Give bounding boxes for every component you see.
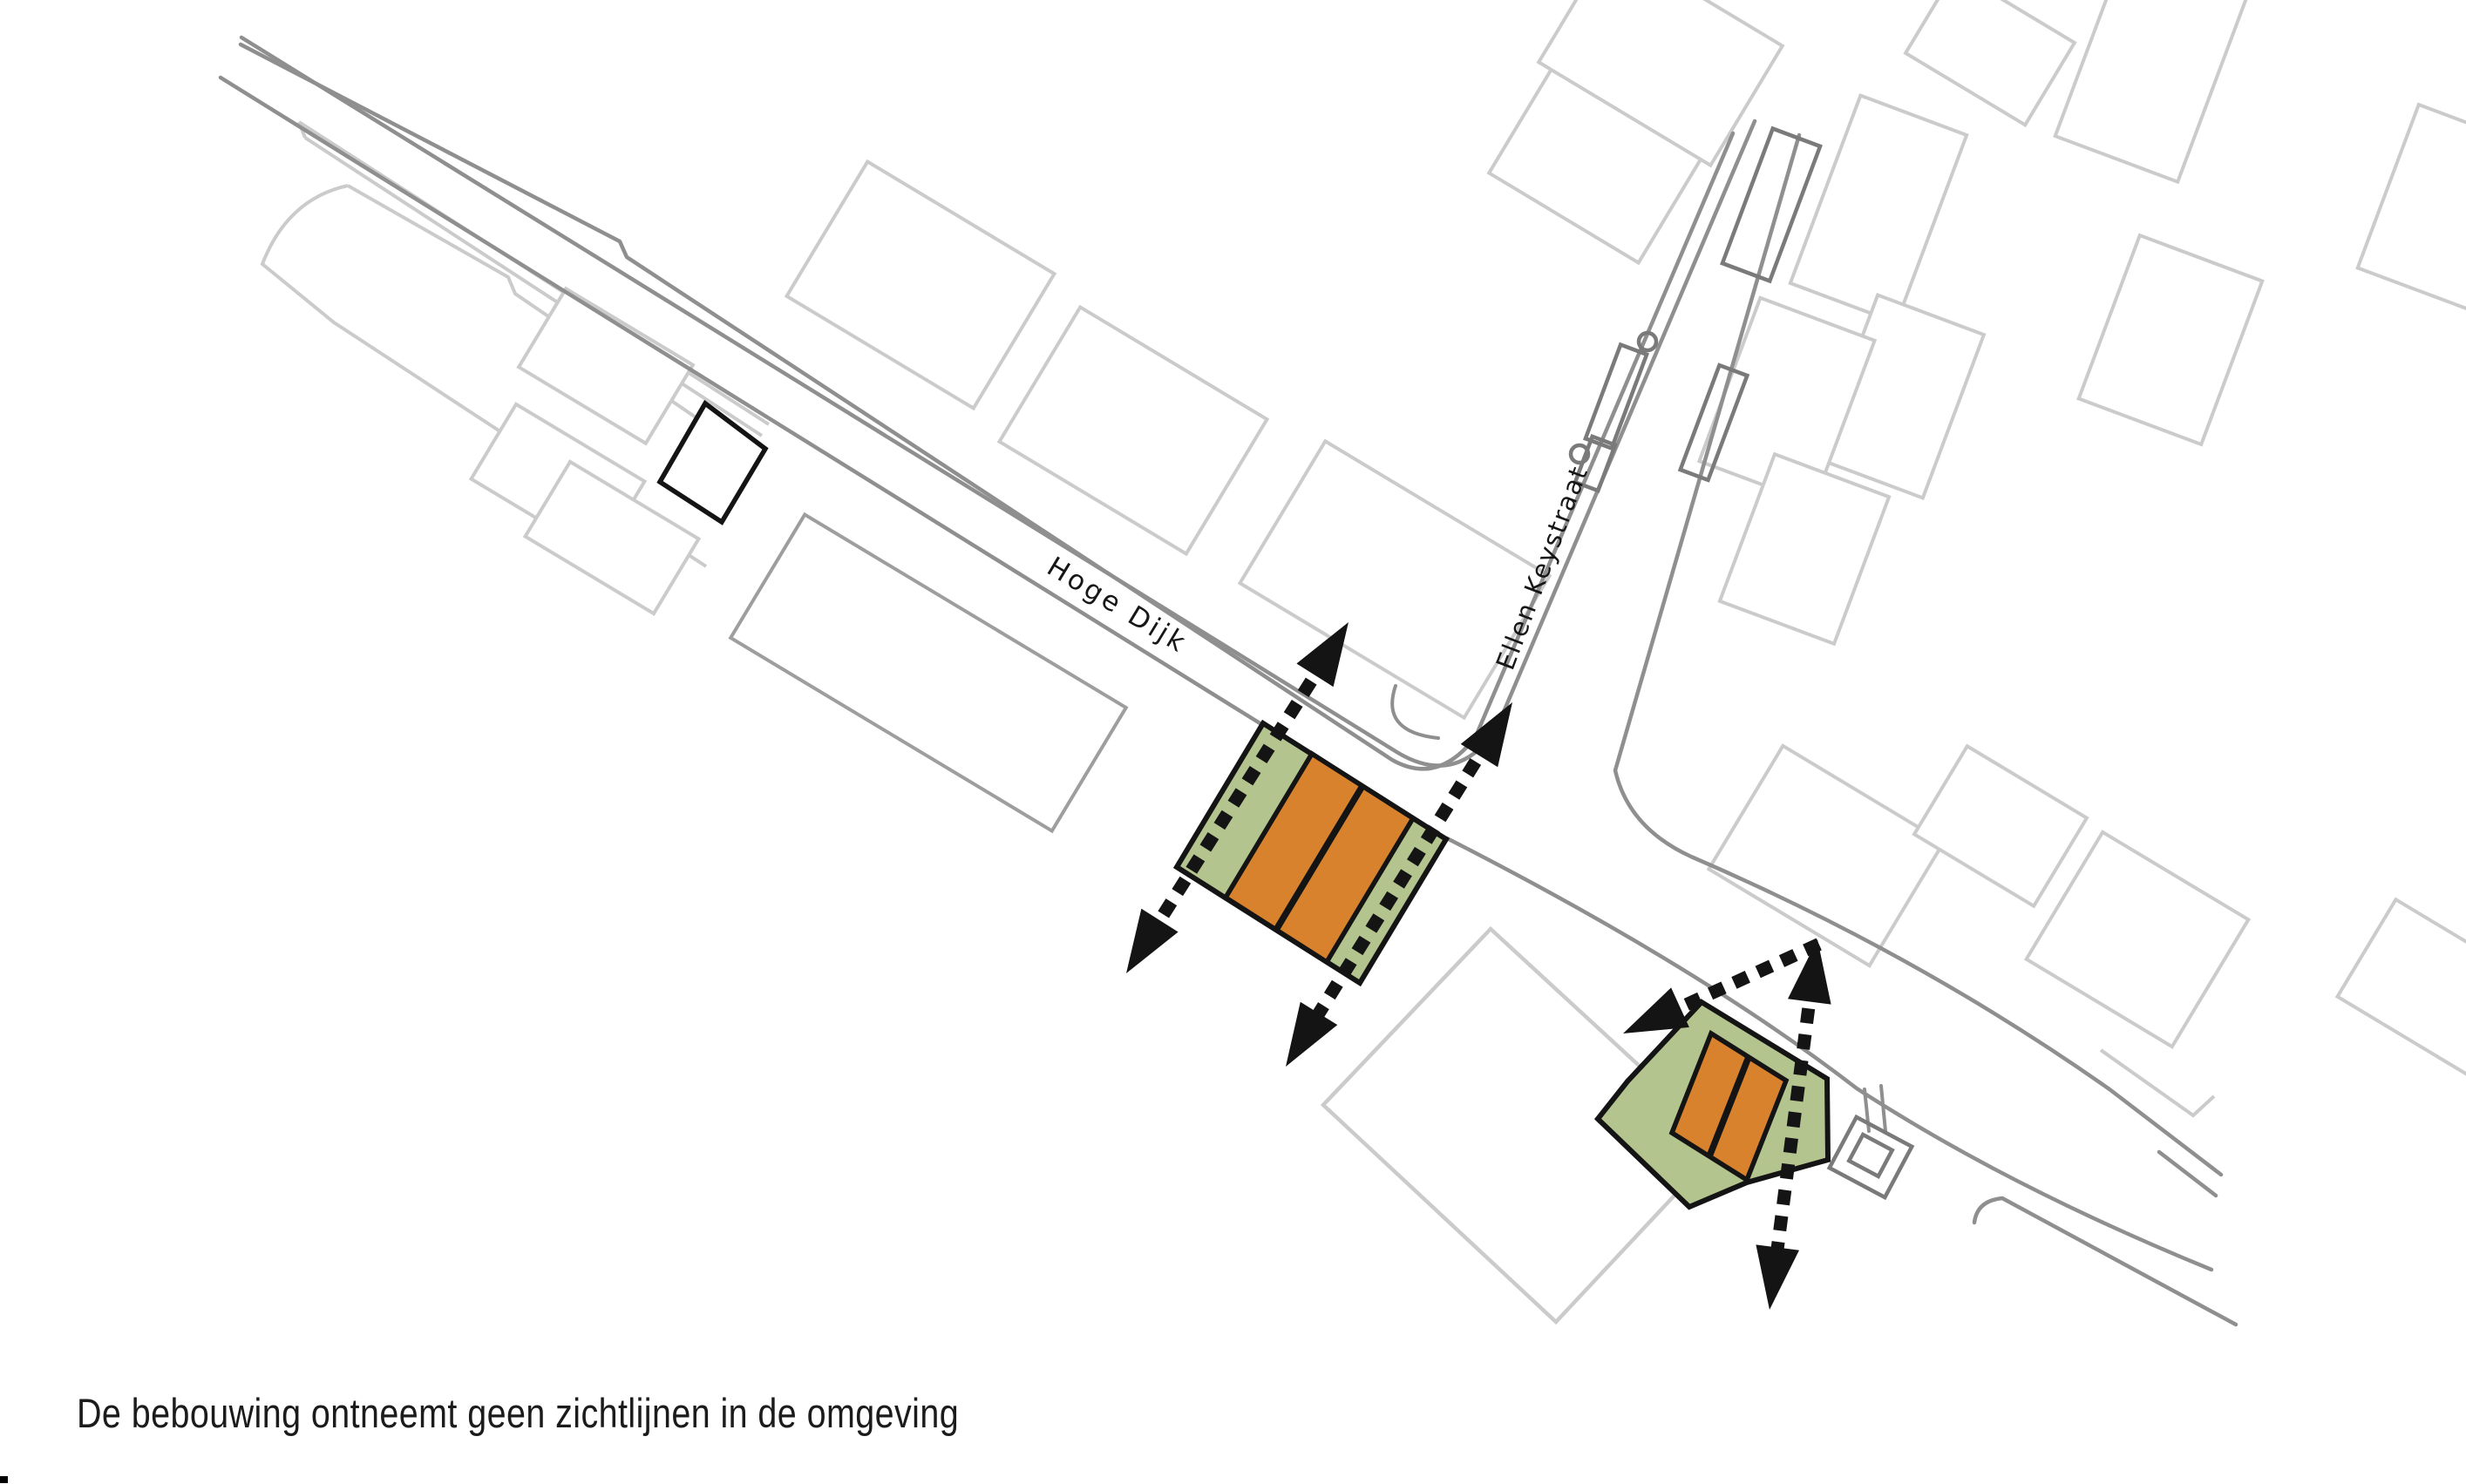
caption: De bebouwing ontneemt geen zichtlijnen i… — [77, 1390, 960, 1436]
sightline-arrowhead-1b — [1126, 908, 1179, 973]
road-line — [1390, 684, 1440, 740]
building-footprint — [2076, 233, 2265, 447]
building-footprint — [784, 159, 1057, 411]
building-footprint — [1912, 743, 2089, 909]
building-divider-1 — [1273, 784, 1366, 932]
road-line — [1613, 132, 2224, 1177]
street-structure-circle — [1568, 443, 1591, 465]
sightline-arrowhead-2b — [1286, 1001, 1338, 1067]
sightline-dashed-1 — [1144, 655, 1331, 940]
sightline-arrowhead-3a — [1788, 939, 1831, 1005]
sightline-arrowhead-4a — [1623, 987, 1689, 1033]
sightline-dashed-2 — [1303, 735, 1495, 1033]
street-structure — [1826, 1114, 1915, 1201]
building-footprint — [1536, 0, 1785, 168]
sightline-dashed-3 — [1768, 981, 1819, 1268]
road-line — [1444, 836, 2214, 1272]
building-divider-2 — [1706, 1055, 1752, 1158]
street-structure — [1846, 1132, 1895, 1179]
road-line — [2157, 1149, 2218, 1198]
sightline-arrowhead-1a — [1296, 622, 1348, 688]
building-footprint — [1788, 92, 1969, 326]
building-footprint — [516, 286, 696, 446]
building-footprint — [522, 459, 702, 616]
highlighted-building-outline — [656, 399, 769, 525]
parcel-boundary-line — [260, 184, 708, 568]
street-structure — [1677, 363, 1750, 483]
road-line — [218, 75, 1264, 727]
street-label-hoge-dijk: Hoge Dijk — [1042, 551, 1193, 660]
building-footprint — [1237, 438, 1552, 721]
street-structure-circle — [1636, 330, 1659, 353]
sightline-arrowhead-3b — [1756, 1244, 1799, 1310]
building-footprint — [2023, 830, 2252, 1049]
building-footprint — [996, 304, 1270, 557]
building-footprint — [1706, 743, 1946, 968]
building-footprint — [2053, 0, 2253, 185]
building-footprint — [728, 512, 1129, 834]
road-line — [1972, 1196, 2238, 1327]
building-footprint — [1903, 0, 2077, 128]
parcel-boundary-line — [2099, 1048, 2216, 1118]
street-structure — [1582, 342, 1650, 451]
building-footprint — [2334, 897, 2466, 1078]
page-corner-mark — [0, 1476, 8, 1483]
building-footprint — [1717, 451, 1892, 647]
street-structure — [1720, 125, 1823, 284]
sightline-dashed-4 — [1660, 937, 1825, 1022]
sightline-arrowhead-2a — [1460, 702, 1512, 768]
building-footprint — [2355, 102, 2466, 316]
